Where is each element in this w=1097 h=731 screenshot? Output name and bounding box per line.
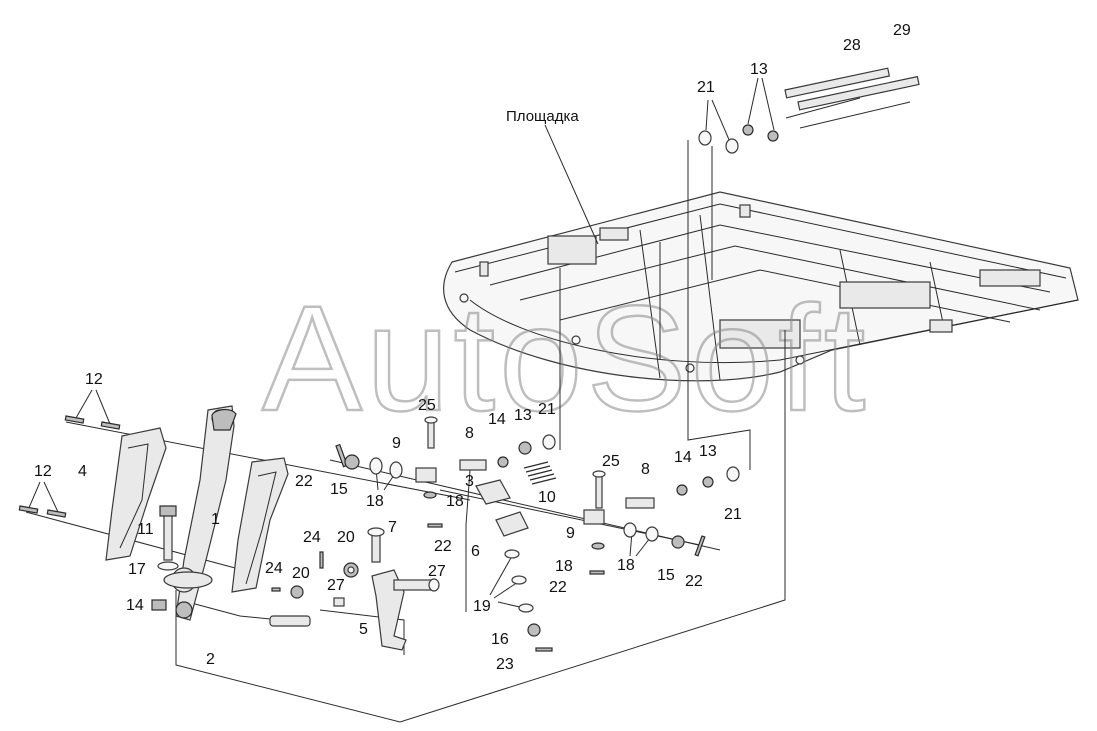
callout-6: 6 <box>471 543 480 560</box>
callout-29: 29 <box>893 22 911 39</box>
callout-27: 27 <box>327 577 345 594</box>
callout-21: 21 <box>538 401 556 418</box>
callout-28: 28 <box>843 37 861 54</box>
callout-24: 24 <box>303 529 321 546</box>
callout-13: 13 <box>699 443 717 460</box>
callout-22: 22 <box>295 473 313 490</box>
watermark-text: AutoSoft <box>262 274 869 442</box>
callout-19: 19 <box>473 598 491 615</box>
callout-14: 14 <box>674 449 692 466</box>
platform-hatch <box>547 235 597 265</box>
callout-8: 8 <box>641 461 650 478</box>
lever-4 <box>105 427 167 561</box>
callout-14: 14 <box>126 597 144 614</box>
callout-3: 3 <box>465 473 474 490</box>
pedal-group <box>269 527 440 651</box>
callout-22: 22 <box>685 573 703 590</box>
callout-24: 24 <box>265 560 283 577</box>
callout-27: 27 <box>428 563 446 580</box>
callout-15: 15 <box>657 567 675 584</box>
platform-frame <box>443 191 1079 382</box>
cable-fittings-top <box>698 124 779 154</box>
callout-17: 17 <box>128 561 146 578</box>
callout-18: 18 <box>617 557 635 574</box>
callout-1: 1 <box>211 511 220 528</box>
callout-10: 10 <box>538 489 556 506</box>
lever-1 <box>231 457 289 593</box>
callout-15: 15 <box>330 481 348 498</box>
callout-9: 9 <box>566 525 575 542</box>
callout-11: 11 <box>137 521 154 538</box>
callout-12: 12 <box>85 371 103 388</box>
shaft-group-right <box>583 466 740 575</box>
callout-18: 18 <box>366 493 384 510</box>
callout-18: 18 <box>446 493 464 510</box>
callout-labels: Площадка 28 29 21 13 12 12 4 1 11 17 14 … <box>34 22 911 673</box>
callout-21: 21 <box>724 506 742 523</box>
callout-14: 14 <box>488 411 506 428</box>
callout-23: 23 <box>496 656 514 673</box>
lever-2 <box>163 405 237 621</box>
callout-25: 25 <box>602 453 620 470</box>
bolt-11-group <box>151 505 179 611</box>
callout-7: 7 <box>388 519 397 536</box>
callout-20: 20 <box>292 565 310 582</box>
callout-13: 13 <box>514 407 532 424</box>
callout-21: 21 <box>697 79 715 96</box>
callout-18: 18 <box>555 558 573 575</box>
callout-9: 9 <box>392 435 401 452</box>
callout-25: 25 <box>418 397 436 414</box>
callout-8: 8 <box>465 425 474 442</box>
callout-20: 20 <box>337 529 355 546</box>
pins-12 <box>18 415 121 518</box>
callout-13: 13 <box>750 61 768 78</box>
callout-16: 16 <box>491 631 509 648</box>
platform-label: Площадка <box>506 108 579 125</box>
callout-12: 12 <box>34 463 52 480</box>
washers-19-group <box>504 549 553 652</box>
callout-4: 4 <box>78 463 87 480</box>
callout-2: 2 <box>206 651 215 668</box>
callout-5: 5 <box>359 621 368 638</box>
callout-22: 22 <box>434 538 452 555</box>
shaft-group-left <box>335 416 557 537</box>
callout-22: 22 <box>549 579 567 596</box>
